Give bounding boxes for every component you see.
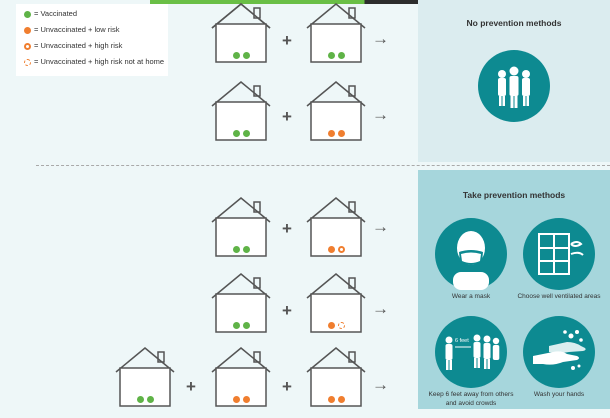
house: [305, 80, 367, 152]
plus-sign: +: [282, 31, 292, 50]
group-of-people-icon: [478, 50, 550, 122]
distance-sign: 6 feet: [455, 338, 469, 344]
house: [210, 346, 272, 418]
house: [210, 80, 272, 152]
vaccinated-dot: [232, 322, 240, 329]
legend-item-vaccinated: = Vaccinated: [24, 8, 77, 20]
vaccinated-dot: [242, 246, 250, 253]
legend: = Vaccinated = Unvaccinated + low risk =…: [16, 4, 168, 76]
arrow-right-icon: →: [372, 217, 389, 236]
legend-label: = Vaccinated: [34, 9, 78, 18]
house: [305, 196, 367, 268]
wash-caption: Wash your hands: [533, 391, 585, 398]
ventilation-caption: Choose well ventilated areas: [517, 293, 601, 300]
plus-sign: +: [282, 219, 292, 238]
house: [305, 346, 367, 418]
unvaccinated-low-risk-dot: [232, 396, 240, 403]
unvaccinated-low-risk-dot: [327, 246, 335, 253]
house: [210, 272, 272, 344]
social-distance-icon: 6 feet: [435, 316, 507, 388]
vaccinated-dot: [242, 322, 250, 329]
house: [305, 2, 367, 74]
vaccinated-dot: [242, 52, 250, 59]
plus-sign: +: [282, 107, 292, 126]
legend-item-unvaccinated-high-not-home: = Unvaccinated + high risk not at home: [24, 56, 164, 68]
legend-item-unvaccinated-high: = Unvaccinated + high risk: [24, 40, 122, 52]
unvaccinated-low-risk-dot: [337, 396, 345, 403]
vaccinated-dot: [136, 396, 144, 403]
unvaccinated-low-risk-dot: [242, 396, 250, 403]
unvaccinated-low-risk-dot: [337, 130, 345, 137]
plus-sign: +: [282, 377, 292, 396]
unvaccinated-high-risk-dot: [337, 246, 345, 253]
house: [210, 196, 272, 268]
orange-dashed-ring-icon: [24, 58, 31, 66]
take-prevention-panel: Take prevention methods Wear a mask Choo…: [418, 170, 610, 409]
distance-caption: Keep 6 feet away from others and avoid c…: [428, 391, 514, 407]
unvaccinated-low-risk-dot: [327, 130, 335, 137]
legend-label: = Unvaccinated + high risk: [34, 41, 123, 50]
arrow-right-icon: →: [372, 299, 389, 318]
no-prevention-panel: No prevention methods: [418, 0, 610, 162]
green-dot-icon: [24, 10, 31, 18]
plus-sign: +: [186, 377, 196, 396]
orange-ring-icon: [24, 42, 31, 50]
plus-sign: +: [282, 301, 292, 320]
unvaccinated-high-risk-not-home-dot: [337, 322, 345, 329]
arrow-right-icon: →: [372, 29, 389, 48]
vaccinated-dot: [232, 246, 240, 253]
panel-title: Take prevention methods: [462, 190, 566, 200]
arrow-right-icon: →: [372, 105, 389, 124]
legend-item-unvaccinated-low: = Unvaccinated + low risk: [24, 24, 119, 36]
legend-label: = Unvaccinated + high risk not at home: [34, 57, 165, 66]
panel-title: No prevention methods: [466, 18, 562, 28]
vaccinated-dot: [232, 52, 240, 59]
vaccinated-dot: [337, 52, 345, 59]
section-divider: [36, 165, 610, 166]
face-mask-icon: [435, 218, 507, 290]
house: [210, 2, 272, 74]
hand-washing-icon: [523, 316, 595, 388]
legend-label: = Unvaccinated + low risk: [34, 25, 120, 34]
orange-dot-icon: [24, 26, 31, 34]
arrow-right-icon: →: [372, 375, 389, 394]
vaccinated-dot: [327, 52, 335, 59]
vaccinated-dot: [146, 396, 154, 403]
mask-caption: Wear a mask: [451, 293, 491, 300]
open-window-icon: [523, 218, 595, 290]
vaccinated-dot: [242, 130, 250, 137]
unvaccinated-low-risk-dot: [327, 322, 335, 329]
top-progress-bar: [150, 0, 418, 4]
house: [305, 272, 367, 344]
unvaccinated-low-risk-dot: [327, 396, 335, 403]
house: [114, 346, 176, 418]
vaccinated-dot: [232, 130, 240, 137]
